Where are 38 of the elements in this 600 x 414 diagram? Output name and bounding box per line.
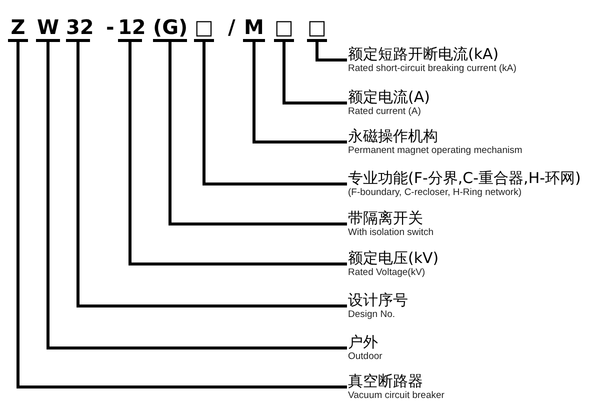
description-translation: Vacuum circuit breaker (348, 390, 444, 401)
leader-line (282, 42, 347, 104)
description-translation: Design No. (348, 309, 396, 320)
description-translation: Permanent magnet operating mechanism (348, 145, 522, 156)
code-segment: □ (274, 15, 294, 42)
description-translation: Rated Voltage(kV) (348, 267, 426, 278)
code-segment: W (36, 15, 60, 42)
code-segment: (G) (153, 15, 187, 42)
description-heading: 设计序号 (348, 292, 408, 309)
description-heading: 户外 (348, 334, 379, 351)
leader-line (128, 42, 347, 266)
leader-line (316, 42, 347, 62)
description-translation: (F-boundary, C-recloser, H-Ring network) (348, 187, 523, 198)
description-heading: 带隔离开关 (348, 210, 424, 227)
description-heading: 真空断路器 (348, 373, 424, 390)
code-segment: 32 (66, 15, 90, 42)
code-segment: Z (8, 15, 28, 42)
leader-line (202, 42, 347, 186)
leader-line (46, 42, 347, 350)
description-heading: 额定短路开断电流(kA) (348, 46, 500, 63)
description-translation: With isolation switch (348, 227, 434, 238)
leader-line (252, 42, 347, 144)
description-heading: 额定电流(A) (348, 89, 430, 106)
description-heading: 永磁操作机构 (348, 128, 439, 145)
leader-line (168, 42, 347, 226)
description-heading: 专业功能(F-分界,C-重合器,H-环网) (348, 170, 581, 187)
separator-symbol: / (228, 15, 236, 39)
separator-symbol: - (106, 15, 114, 39)
description-translation: Outdoor (348, 351, 382, 362)
leader-line (76, 42, 347, 308)
code-segment: □ (307, 15, 327, 42)
description-translation: Rated short-circuit breaking current (kA) (348, 63, 516, 74)
description-heading: 额定电压(kV) (348, 250, 439, 267)
code-segment: M (243, 15, 265, 42)
description-translation: Rated current (A) (348, 106, 422, 117)
code-segment: □ (194, 15, 214, 42)
leader-line (16, 42, 347, 388)
code-segment: 12 (118, 15, 142, 42)
